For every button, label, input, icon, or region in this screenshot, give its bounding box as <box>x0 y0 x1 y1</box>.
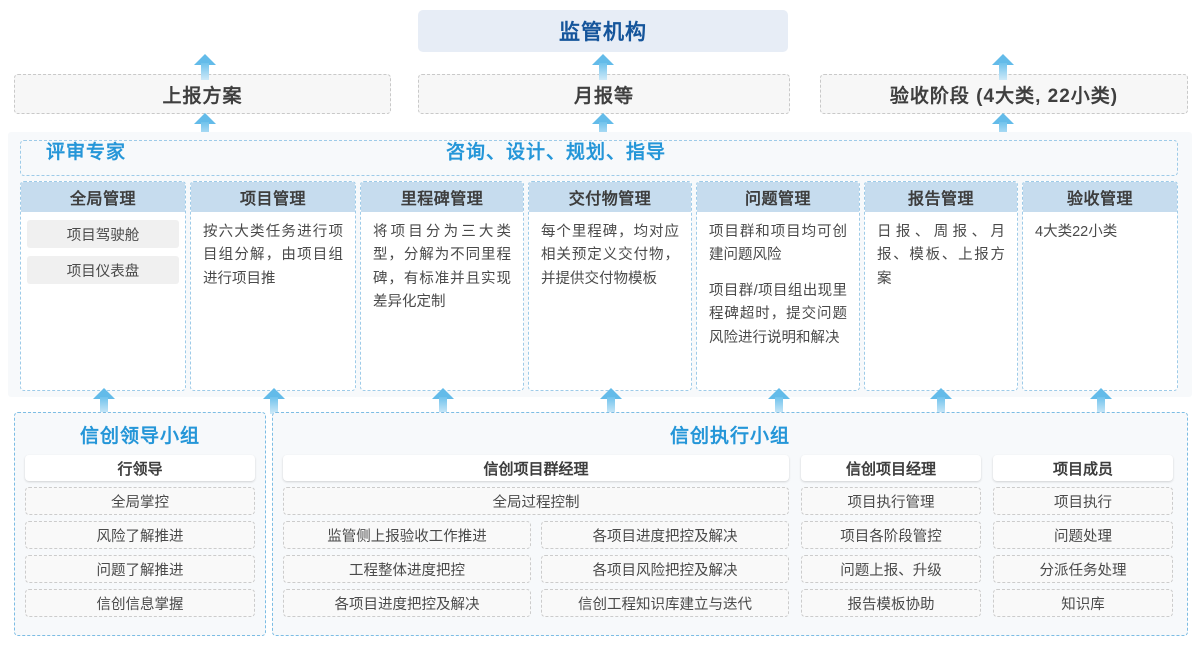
card-title: 里程碑管理 <box>361 182 523 212</box>
card-global-management[interactable]: 全局管理 项目驾驶舱 项目仪表盘 <box>20 181 186 391</box>
task-item[interactable]: 监管侧上报验收工作推进 <box>283 521 531 549</box>
report-box-submission-plan[interactable]: 上报方案 <box>14 74 391 114</box>
card-deliverable-management[interactable]: 交付物管理 每个里程碑，均对应相关预定义交付物，并提供交付物模板 <box>528 181 692 391</box>
card-milestone-management[interactable]: 里程碑管理 将项目分为三大类型，分解为不同里程碑，有标准并且实现差异化定制 <box>360 181 524 391</box>
card-paragraph: 4大类22小类 <box>1035 224 1118 240</box>
card-body: 将项目分为三大类型，分解为不同里程碑，有标准并且实现差异化定制 <box>361 212 523 315</box>
execution-group: 信创执行小组 信创项目群经理 全局过程控制 监管侧上报验收工作推进 工程整体进度… <box>272 412 1188 636</box>
task-item[interactable]: 报告模板协助 <box>801 589 981 617</box>
up-arrow-icon <box>592 54 614 80</box>
report-box-monthly-report[interactable]: 月报等 <box>418 74 790 114</box>
up-arrow-icon <box>93 388 115 414</box>
card-chip[interactable]: 项目驾驶舱 <box>27 220 179 248</box>
task-item[interactable]: 问题处理 <box>993 521 1173 549</box>
role-bank-leadership[interactable]: 行领导 <box>25 455 255 481</box>
review-experts-label: 评审专家 <box>46 142 127 163</box>
card-body: 4大类22小类 <box>1023 212 1177 244</box>
card-body: 日报、周报、月报、模板、上报方案 <box>865 212 1017 291</box>
leadership-group-title: 信创领导小组 <box>79 426 200 447</box>
report-box-acceptance-stage[interactable]: 验收阶段 (4大类, 22小类) <box>820 74 1188 114</box>
up-arrow-icon <box>194 54 216 80</box>
up-arrow-icon <box>194 113 216 139</box>
card-paragraph: 按六大类任务进行项目组分解，由项目组进行项目推 <box>203 224 343 287</box>
task-item[interactable]: 信创工程知识库建立与迭代 <box>541 589 789 617</box>
management-layer: 评审专家 咨询、设计、规划、指导 全局管理 项目驾驶舱 项目仪表盘 项目管理 按… <box>8 132 1192 397</box>
regulator-title: 监管机构 <box>559 21 647 44</box>
task-item-wide[interactable]: 全局过程控制 <box>283 487 789 515</box>
task-item[interactable]: 分派任务处理 <box>993 555 1173 583</box>
up-arrow-icon <box>992 113 1014 139</box>
role-program-manager[interactable]: 信创项目群经理 <box>283 455 789 481</box>
card-title: 项目管理 <box>191 182 355 212</box>
card-title: 交付物管理 <box>529 182 691 212</box>
regulator-banner: 监管机构 <box>418 10 788 52</box>
task-item[interactable]: 各项目风险把控及解决 <box>541 555 789 583</box>
column-program-manager: 信创项目群经理 全局过程控制 监管侧上报验收工作推进 工程整体进度把控 各项目进… <box>283 455 789 617</box>
card-title: 验收管理 <box>1023 182 1177 212</box>
up-arrow-icon <box>992 54 1014 80</box>
task-item[interactable]: 问题上报、升级 <box>801 555 981 583</box>
card-paragraph: 项目群/项目组出现里程碑超时，提交问题风险进行说明和解决 <box>709 282 847 346</box>
role-project-manager[interactable]: 信创项目经理 <box>801 455 981 481</box>
up-arrow-icon <box>1090 388 1112 414</box>
task-item[interactable]: 工程整体进度把控 <box>283 555 531 583</box>
report-box-label: 验收阶段 (4大类, 22小类) <box>889 85 1119 107</box>
task-item[interactable]: 知识库 <box>993 589 1173 617</box>
leadership-group: 信创领导小组 行领导 全局掌控 风险了解推进 问题了解推进 信创信息掌握 <box>14 412 266 636</box>
card-title: 报告管理 <box>865 182 1017 212</box>
management-layer-header <box>20 140 1178 176</box>
card-chip[interactable]: 项目仪表盘 <box>27 256 179 284</box>
task-item[interactable]: 全局掌控 <box>25 487 255 515</box>
up-arrow-icon <box>432 388 454 414</box>
card-body: 每个里程碑，均对应相关预定义交付物，并提供交付物模板 <box>529 212 691 291</box>
task-item[interactable]: 项目执行 <box>993 487 1173 515</box>
column-project-members: 项目成员 项目执行 问题处理 分派任务处理 知识库 <box>993 455 1173 617</box>
task-item[interactable]: 各项目进度把控及解决 <box>283 589 531 617</box>
card-body: 项目群和项目均可创建问题风险 项目群/项目组出现里程碑超时，提交问题风险进行说明… <box>697 212 859 350</box>
column-project-manager: 信创项目经理 项目执行管理 项目各阶段管控 问题上报、升级 报告模板协助 <box>801 455 981 617</box>
card-body: 按六大类任务进行项目组分解，由项目组进行项目推 <box>191 212 355 291</box>
card-acceptance-management[interactable]: 验收管理 4大类22小类 <box>1022 181 1178 391</box>
up-arrow-icon <box>263 388 285 414</box>
execution-group-title: 信创执行小组 <box>669 426 790 447</box>
role-project-member[interactable]: 项目成员 <box>993 455 1173 481</box>
card-paragraph: 每个里程碑，均对应相关预定义交付物，并提供交付物模板 <box>541 224 679 287</box>
card-project-management[interactable]: 项目管理 按六大类任务进行项目组分解，由项目组进行项目推 <box>190 181 356 391</box>
card-title: 问题管理 <box>697 182 859 212</box>
report-box-label: 上报方案 <box>162 85 243 107</box>
card-paragraph: 将项目分为三大类型，分解为不同里程碑，有标准并且实现差异化定制 <box>373 224 511 311</box>
up-arrow-icon <box>768 388 790 414</box>
task-item[interactable]: 各项目进度把控及解决 <box>541 521 789 549</box>
report-box-label: 月报等 <box>573 85 634 107</box>
card-paragraph: 日报、周报、月报、模板、上报方案 <box>877 224 1005 287</box>
task-item[interactable]: 信创信息掌握 <box>25 589 255 617</box>
card-paragraph: 项目群和项目均可创建问题风险 <box>709 224 847 264</box>
up-arrow-icon <box>930 388 952 414</box>
consulting-label: 咨询、设计、规划、指导 <box>446 142 667 163</box>
task-item[interactable]: 项目执行管理 <box>801 487 981 515</box>
up-arrow-icon <box>592 113 614 139</box>
task-item[interactable]: 风险了解推进 <box>25 521 255 549</box>
card-title: 全局管理 <box>21 182 185 212</box>
task-item[interactable]: 项目各阶段管控 <box>801 521 981 549</box>
task-item[interactable]: 问题了解推进 <box>25 555 255 583</box>
card-issue-management[interactable]: 问题管理 项目群和项目均可创建问题风险 项目群/项目组出现里程碑超时，提交问题风… <box>696 181 860 391</box>
up-arrow-icon <box>600 388 622 414</box>
card-report-management[interactable]: 报告管理 日报、周报、月报、模板、上报方案 <box>864 181 1018 391</box>
